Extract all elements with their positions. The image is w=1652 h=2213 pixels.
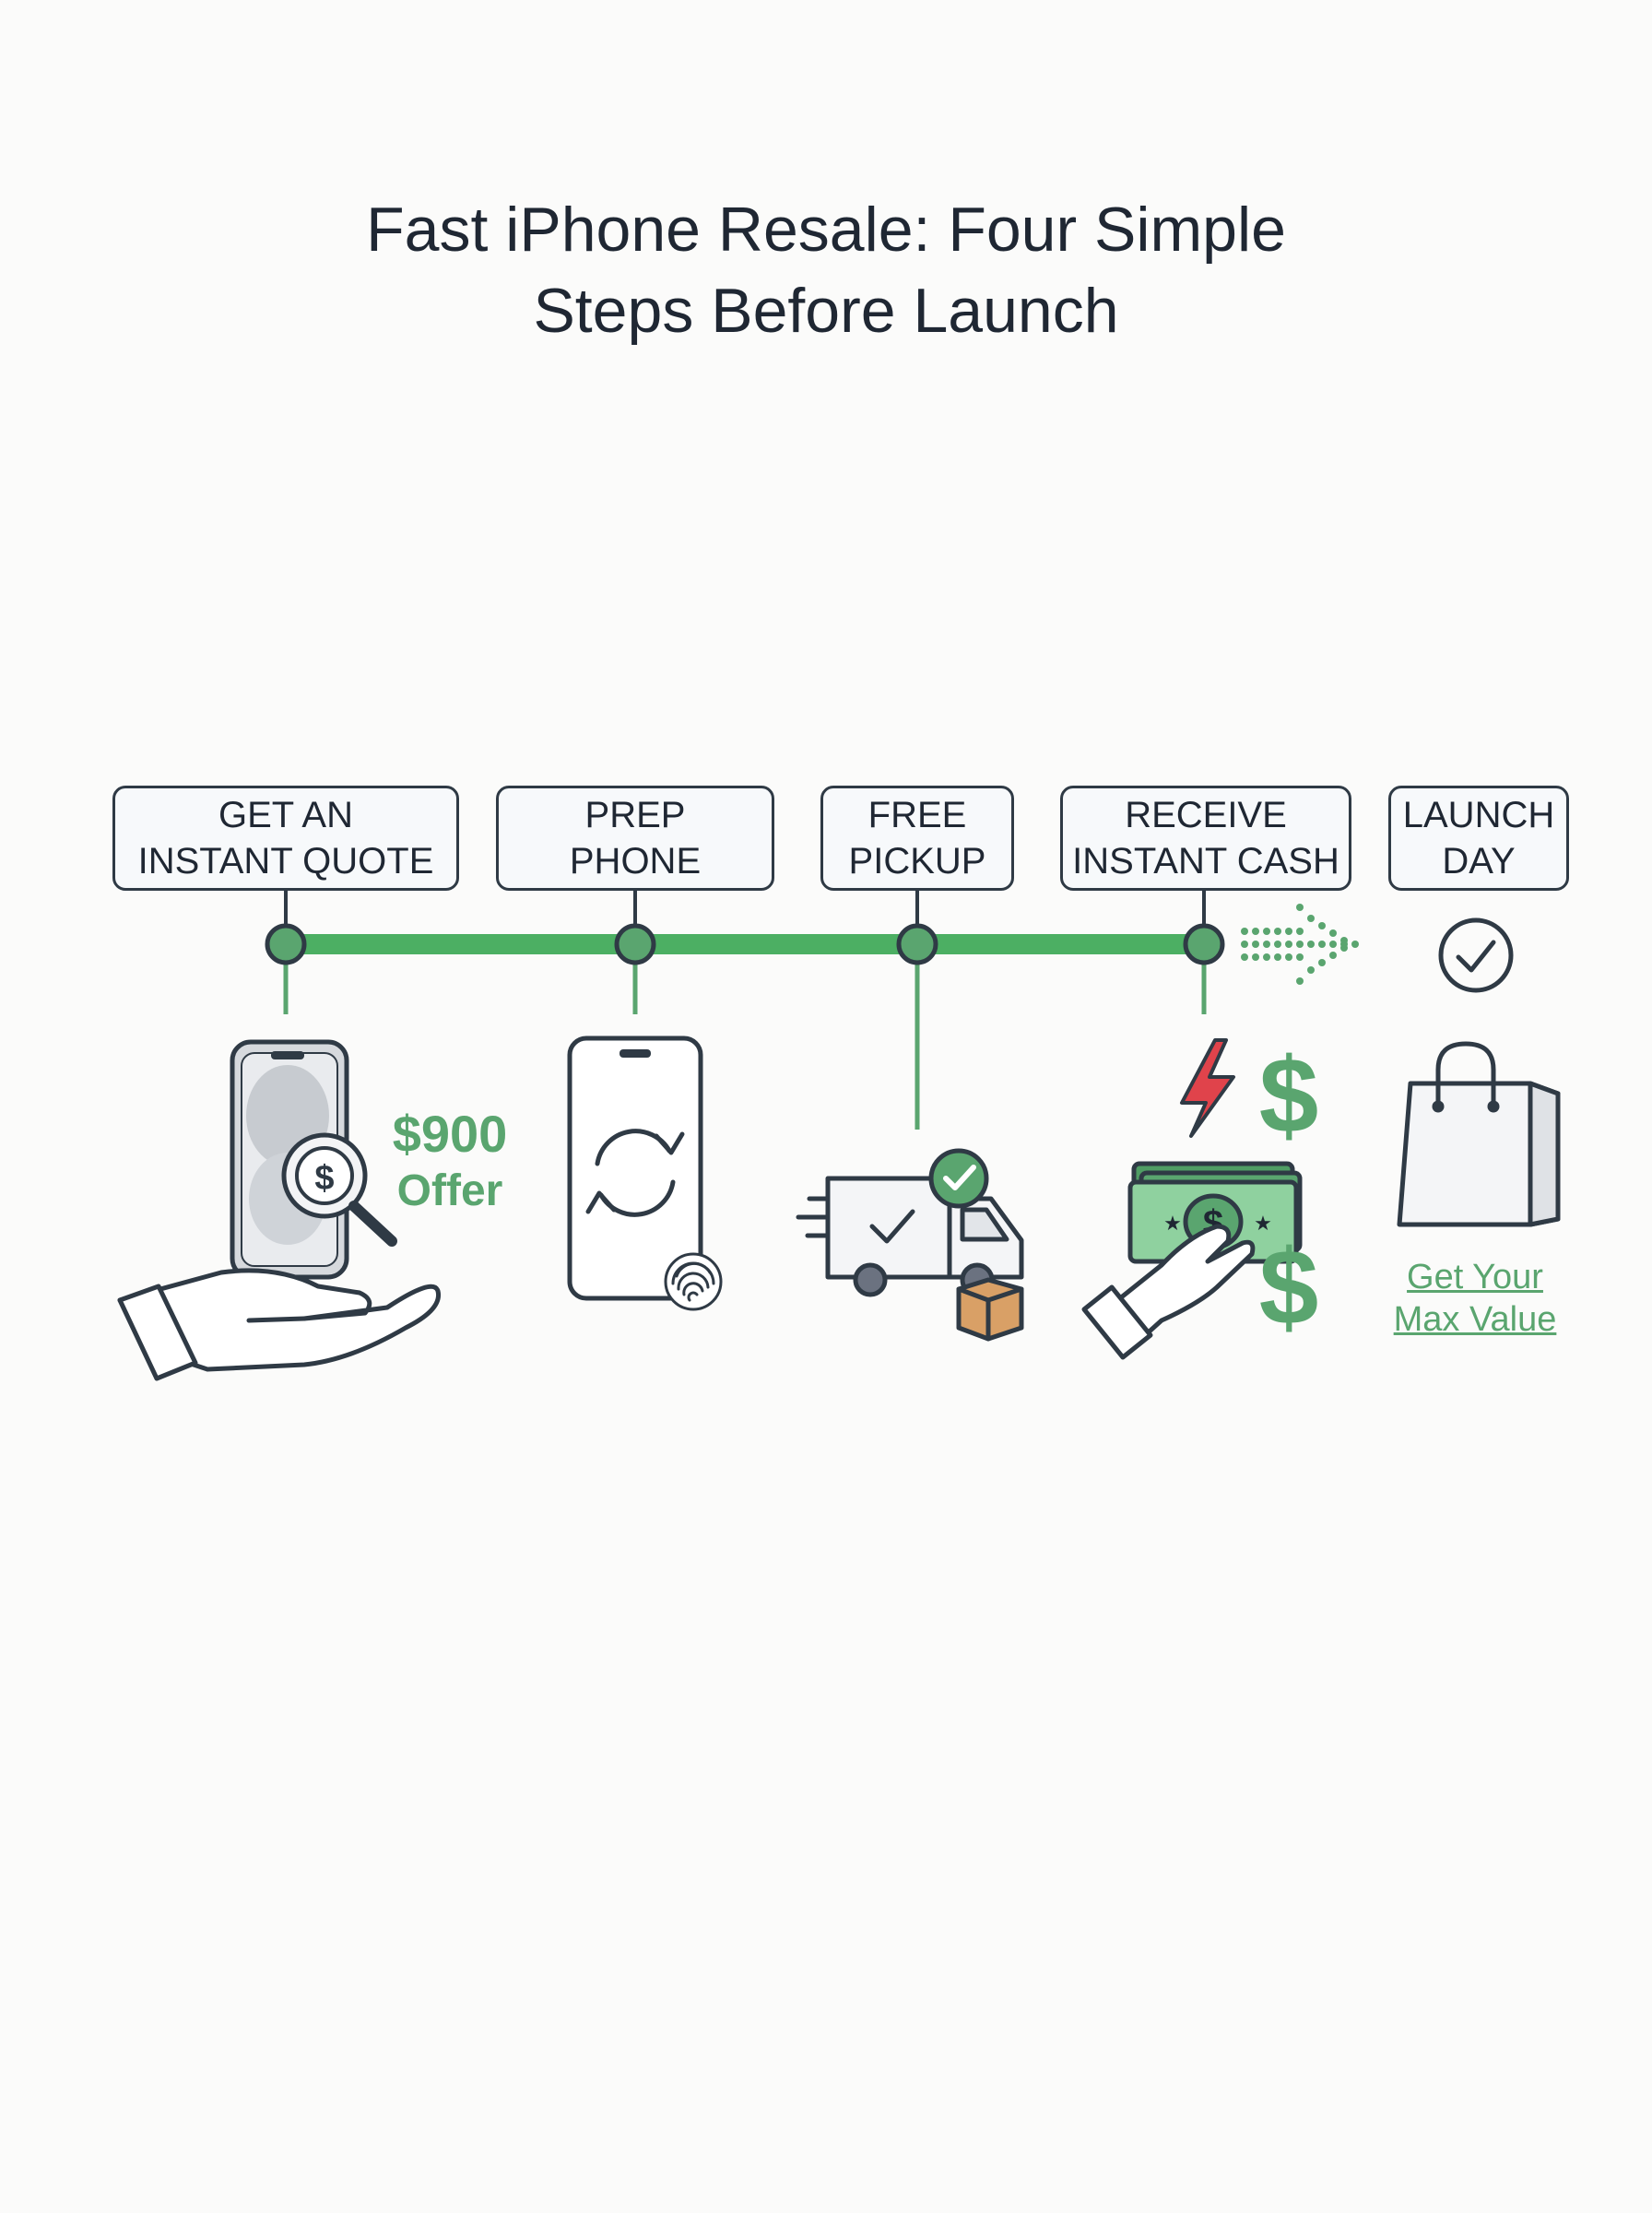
- timeline-node-4: [1183, 923, 1225, 965]
- check-circle-icon: [1438, 917, 1514, 993]
- hand-cash-icon: $ ★ ★: [1081, 1161, 1303, 1360]
- timeline-node-3: [896, 923, 938, 965]
- lightning-bolt-icon: [1180, 1038, 1235, 1138]
- offer-label: Offer: [396, 1166, 503, 1215]
- get-max-value-link[interactable]: Get Your Max Value: [1364, 1256, 1586, 1341]
- title-line-1: Fast iPhone Resale: Four Simple: [366, 195, 1286, 265]
- cta-line-1: Get Your: [1407, 1258, 1543, 1296]
- dollar-sign-bottom-icon: $: [1259, 1227, 1319, 1347]
- delivery-truck-icon: [796, 1148, 1024, 1342]
- step-4-line-2: INSTANT CASH: [1072, 841, 1339, 882]
- dotted-arrow-icon: [1241, 904, 1359, 985]
- step-2-line-1: PREP: [584, 795, 686, 835]
- cta-line-2: Max Value: [1393, 1300, 1557, 1339]
- step-box-instant-quote: GET AN INSTANT QUOTE: [112, 786, 459, 891]
- drop-lines: [283, 963, 1207, 1130]
- timeline-node-2: [614, 923, 656, 965]
- shopping-bag-icon: [1397, 1041, 1561, 1227]
- step-box-free-pickup: FREE PICKUP: [820, 786, 1014, 891]
- step-5-line-1: LAUNCH: [1402, 795, 1555, 835]
- svg-text:★: ★: [1254, 1213, 1272, 1236]
- step-3-line-2: PICKUP: [848, 841, 986, 882]
- page-title: Fast iPhone Resale: Four Simple Steps Be…: [0, 189, 1652, 351]
- timeline-nodes: [265, 923, 1225, 965]
- hand-holding-phone-quote-icon: $: [117, 1039, 442, 1381]
- step-5-line-2: DAY: [1442, 841, 1516, 882]
- step-box-instant-cash: RECEIVE INSTANT CASH: [1060, 786, 1351, 891]
- svg-text:★: ★: [1163, 1213, 1182, 1236]
- step-3-line-1: FREE: [867, 795, 967, 835]
- offer-callout: $900 Offer: [376, 1105, 524, 1219]
- step-1-line-2: INSTANT QUOTE: [137, 841, 434, 882]
- phone-reset-fingerprint-icon: [567, 1035, 723, 1311]
- timeline-node-1: [265, 923, 307, 965]
- dollar-sign-top-icon: $: [1259, 1035, 1319, 1155]
- step-box-launch-day: LAUNCH DAY: [1388, 786, 1569, 891]
- offer-amount: $900: [392, 1105, 508, 1163]
- step-4-line-1: RECEIVE: [1125, 795, 1287, 835]
- step-1-line-1: GET AN: [218, 795, 353, 835]
- step-2-line-2: PHONE: [569, 841, 702, 882]
- title-line-2: Steps Before Launch: [533, 276, 1119, 346]
- box-connectors: [284, 891, 1206, 926]
- svg-text:$: $: [314, 1159, 334, 1198]
- step-box-prep-phone: PREP PHONE: [496, 786, 774, 891]
